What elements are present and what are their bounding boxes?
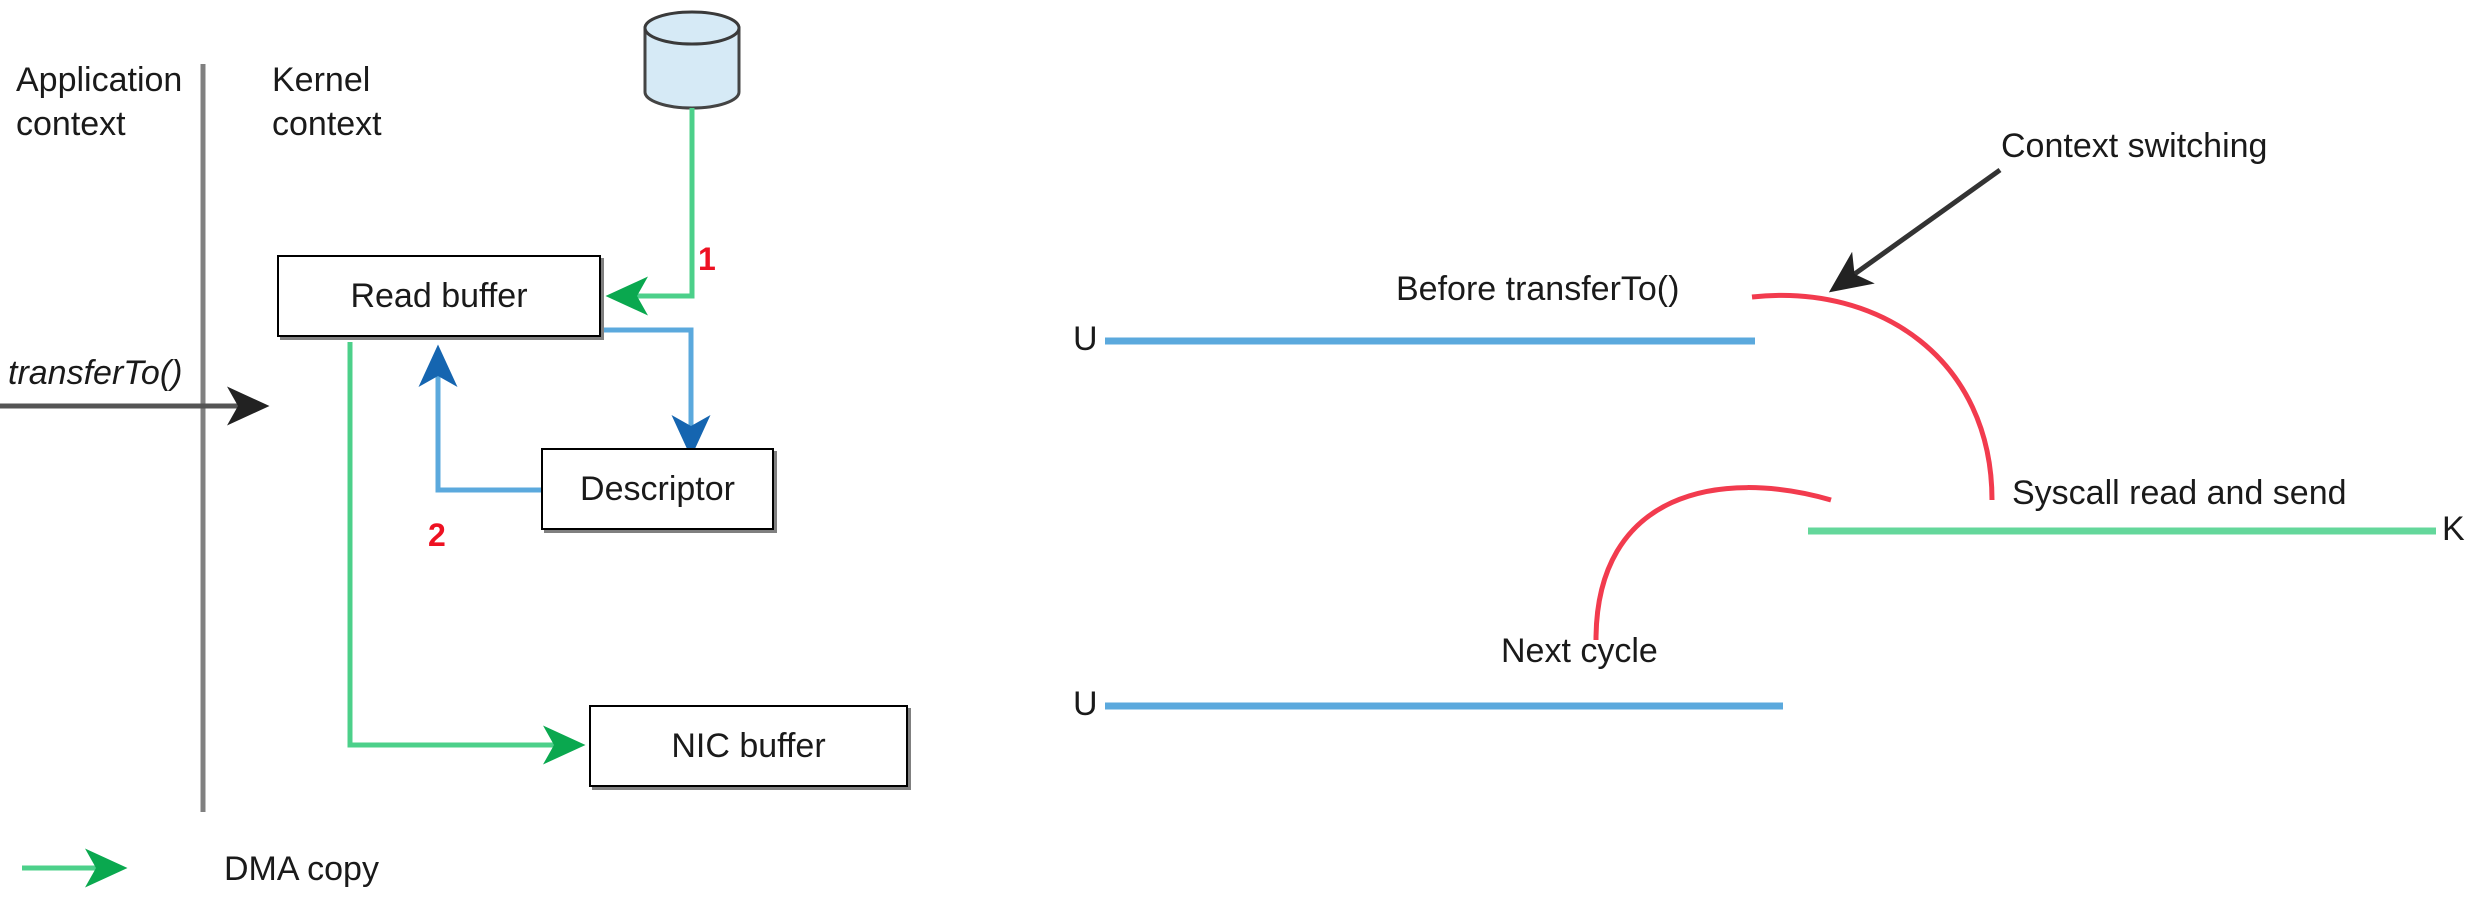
kernel-context-label: Kernel context [272, 61, 382, 143]
before-transferto-annotation: Before transferTo() [1396, 268, 1679, 310]
node-read-buffer[interactable]: Read buffer [277, 255, 601, 337]
timeline-user-top-lane-label: U [1073, 320, 1098, 358]
timeline-kernel-lane-label: K [2442, 510, 2465, 548]
context-switch-arc-up [1593, 485, 1832, 641]
step-2-label: 2 [428, 517, 446, 553]
transferto-entry-label: transferTo() [8, 354, 183, 392]
node-descriptor-label: Descriptor [580, 470, 735, 508]
descriptor-to-readbuffer-arrow [418, 344, 541, 493]
before-transferto-call: transferTo() [1505, 270, 1680, 308]
application-context-label: Application context [16, 61, 183, 143]
legend-dma-copy-label: DMA copy [224, 850, 379, 888]
node-descriptor[interactable]: Descriptor [541, 448, 774, 530]
step-1-label: 1 [698, 241, 716, 277]
next-cycle-annotation: Next cycle [1501, 632, 1658, 670]
timeline-user-bottom-lane-label: U [1073, 685, 1098, 723]
dma-disk-to-readbuffer-arrow [605, 108, 695, 316]
context-switch-arc-down [1751, 292, 1995, 501]
node-read-buffer-label: Read buffer [350, 277, 528, 315]
before-transferto-prefix: Before [1396, 270, 1506, 308]
dma-readbuffer-to-nic-arrow [347, 342, 586, 765]
node-nic-buffer[interactable]: NIC buffer [589, 705, 908, 787]
node-nic-buffer-label: NIC buffer [671, 727, 826, 765]
disk-cylinder-icon [643, 10, 741, 110]
context-switching-pointer-arrow [1828, 167, 2002, 293]
context-switching-annotation: Context switching [2001, 127, 2268, 165]
readbuffer-to-descriptor-arrow [601, 327, 711, 458]
syscall-read-and-send-annotation: Syscall read and send [2012, 474, 2347, 512]
